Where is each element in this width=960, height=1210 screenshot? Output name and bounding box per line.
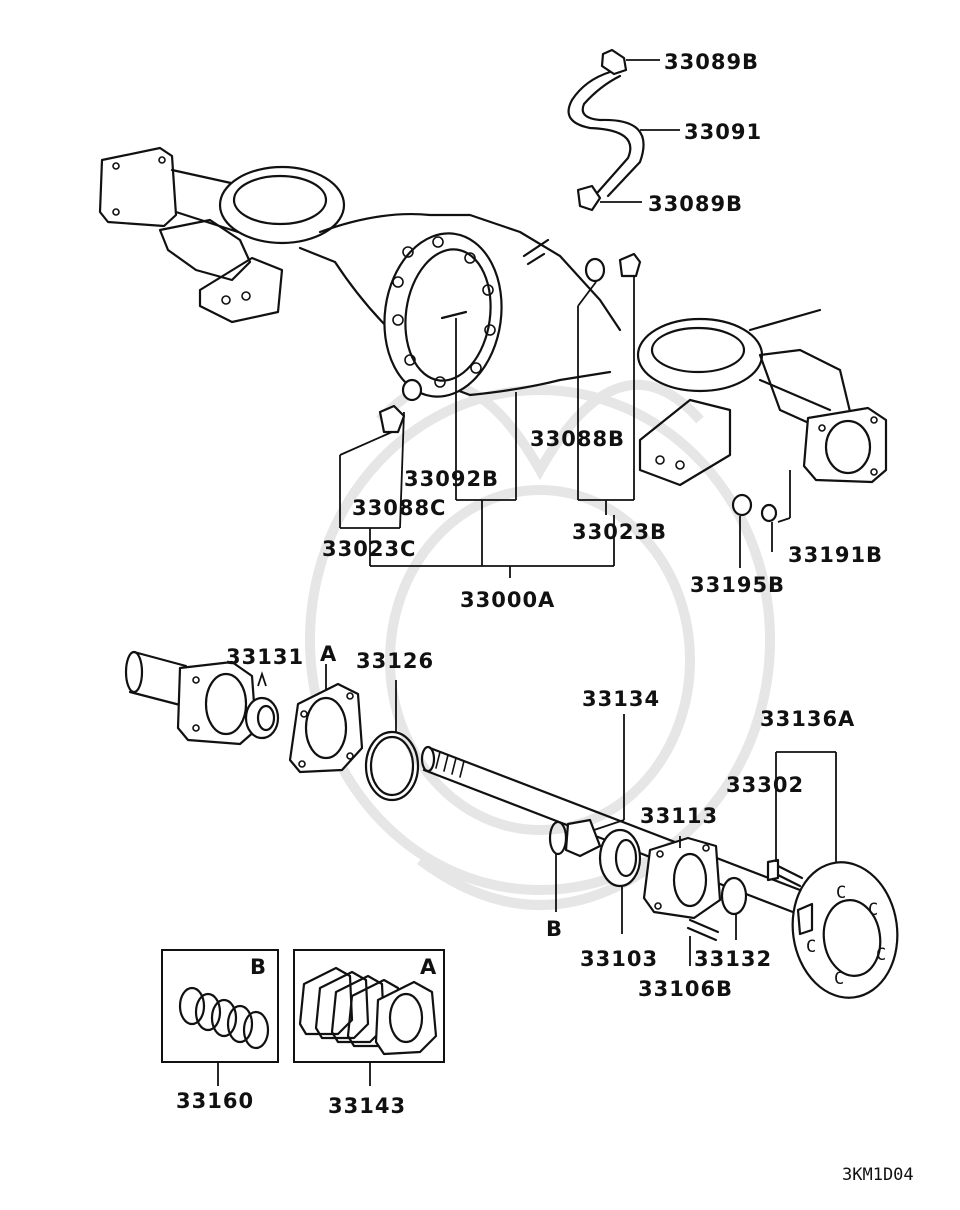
axle-housing [98,146,888,487]
label-33103[interactable]: 33103 [580,947,658,971]
svg-text:C: C [834,969,844,989]
box-b-tag: B [250,955,267,979]
label-33131[interactable]: 33131 [226,645,304,669]
gasket-shim-set [298,966,438,1056]
label-33106B[interactable]: 33106B [638,977,733,1001]
breather-hose-33091 [567,48,645,212]
svg-text:C: C [836,883,846,903]
shim-box-b [161,949,279,1086]
label-33088B[interactable]: 33088B [530,427,625,451]
label-33195B[interactable]: 33195B [690,573,785,597]
svg-text:C: C [806,937,816,957]
label-33134[interactable]: 33134 [582,687,660,711]
label-33089B-top[interactable]: 33089B [664,50,759,74]
label-33091[interactable]: 33091 [684,120,762,144]
shim-box-a [293,949,445,1086]
axle-shaft-assembly: C C C C C [124,650,899,999]
label-33000A[interactable]: 33000A [460,588,555,612]
label-33126[interactable]: 33126 [356,649,434,673]
label-ref-b: B [546,917,563,941]
label-ref-a: A [320,642,337,666]
label-33160[interactable]: 33160 [176,1089,254,1113]
svg-text:C: C [868,900,878,920]
label-33132[interactable]: 33132 [694,947,772,971]
cover-bolt-circles [392,236,496,388]
box-a-tag: A [420,955,437,979]
label-33136A[interactable]: 33136A [760,707,855,731]
label-33302[interactable]: 33302 [726,773,804,797]
label-33023B[interactable]: 33023B [572,520,667,544]
label-33089B-bottom[interactable]: 33089B [648,192,743,216]
leader-lines-upper [339,59,791,578]
label-33092B[interactable]: 33092B [404,467,499,491]
label-33088C[interactable]: 33088C [352,496,446,520]
svg-text:C: C [876,945,886,965]
part-labels: 33089B 33091 33089B 33088B 33092B 33088C… [176,50,883,1118]
leader-lines-lower [325,664,837,966]
label-33113[interactable]: 33113 [640,804,718,828]
label-33191B[interactable]: 33191B [788,543,883,567]
snap-ring-set [178,986,270,1050]
diagram-code: 3KM1D04 [842,1165,914,1185]
label-33143[interactable]: 33143 [328,1094,406,1118]
label-33023C[interactable]: 33023C [322,537,416,561]
housing-small-parts [378,252,778,523]
